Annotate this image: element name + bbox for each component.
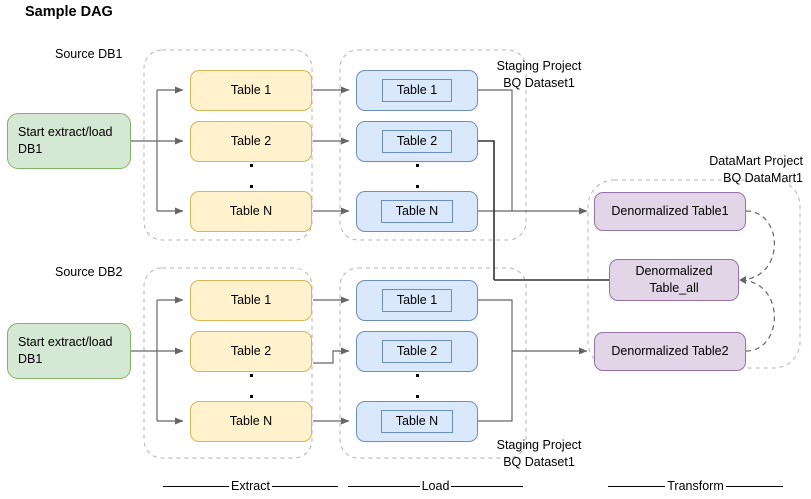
node-start-extract-load-db1-top[interactable]: Start extract/load DB1 — [7, 113, 131, 169]
node-extract-db2-table-n[interactable]: Table N — [190, 401, 312, 442]
phase-load-label: Load — [421, 479, 450, 493]
node-denormalized-table-all[interactable]: Denormalized Table_all — [609, 259, 739, 301]
node-load-staging-top-table-n-label: Table N — [380, 199, 454, 224]
node-load-staging-top-table-2-label: Table 2 — [381, 129, 453, 154]
node-extract-db1-table-n[interactable]: Table N — [190, 191, 312, 232]
label-source-db1: Source DB1 — [55, 47, 123, 61]
dep-arrow-head — [739, 276, 746, 284]
node-extract-db1-table-2[interactable]: Table 2 — [190, 121, 312, 162]
edge-load2-tn-out — [478, 351, 513, 422]
phase-transform-rule-left — [608, 485, 666, 487]
label-datamart: DataMart Project BQ DataMart1 — [709, 154, 803, 185]
edge-load-t2-bus-top — [478, 140, 495, 280]
node-load-staging-bottom-table-2-label: Table 2 — [381, 339, 453, 364]
ellipsis-extract-db1 — [245, 164, 257, 188]
node-denormalized-table1[interactable]: Denormalized Table1 — [594, 192, 746, 231]
edge-load2-t1-out — [478, 299, 513, 351]
ellipsis-load-top — [411, 164, 423, 188]
phase-extract-rule-right — [271, 485, 338, 487]
node-start-extract-load-db1-bottom[interactable]: Start extract/load DB1 — [7, 323, 131, 379]
node-load-staging-bottom-table-1-label: Table 1 — [381, 288, 453, 313]
node-extract-db1-table-1[interactable]: Table 1 — [190, 70, 312, 111]
node-load-staging-bottom-table-n[interactable]: Table N — [356, 401, 478, 442]
label-staging-bottom: Staging Project BQ Dataset1 — [496, 438, 582, 469]
node-extract-db2-table-2[interactable]: Table 2 — [190, 331, 312, 372]
node-load-staging-top-table-1[interactable]: Table 1 — [356, 70, 478, 111]
label-source-db2: Source DB2 — [55, 265, 123, 279]
phase-extract-rule-left — [163, 485, 230, 487]
node-load-staging-top-table-2[interactable]: Table 2 — [356, 121, 478, 162]
edge-ext2-t2-load — [313, 347, 350, 364]
phase-transform: Transform — [608, 477, 783, 495]
node-extract-db2-table-1[interactable]: Table 1 — [190, 280, 312, 321]
node-load-staging-bottom-table-2[interactable]: Table 2 — [356, 331, 478, 372]
phase-load-rule-left — [348, 485, 420, 487]
label-staging-top: Staging Project BQ Dataset1 — [496, 59, 582, 90]
phase-extract-label: Extract — [231, 479, 270, 493]
edge-load1-t1-out — [478, 89, 513, 211]
node-load-staging-top-table-1-label: Table 1 — [381, 78, 453, 103]
ellipsis-load-bottom — [411, 374, 423, 398]
phase-load: Load — [348, 477, 523, 495]
node-load-staging-top-table-n[interactable]: Table N — [356, 191, 478, 232]
phase-transform-rule-right — [725, 485, 783, 487]
phase-load-rule-right — [451, 485, 523, 487]
node-denormalized-table2[interactable]: Denormalized Table2 — [594, 332, 746, 371]
node-load-staging-bottom-table-1[interactable]: Table 1 — [356, 280, 478, 321]
phase-transform-label: Transform — [667, 479, 724, 493]
ellipsis-extract-db2 — [245, 374, 257, 398]
phase-extract: Extract — [163, 477, 338, 495]
node-load-staging-bottom-table-n-label: Table N — [380, 409, 454, 434]
page-title: Sample DAG — [25, 4, 113, 20]
